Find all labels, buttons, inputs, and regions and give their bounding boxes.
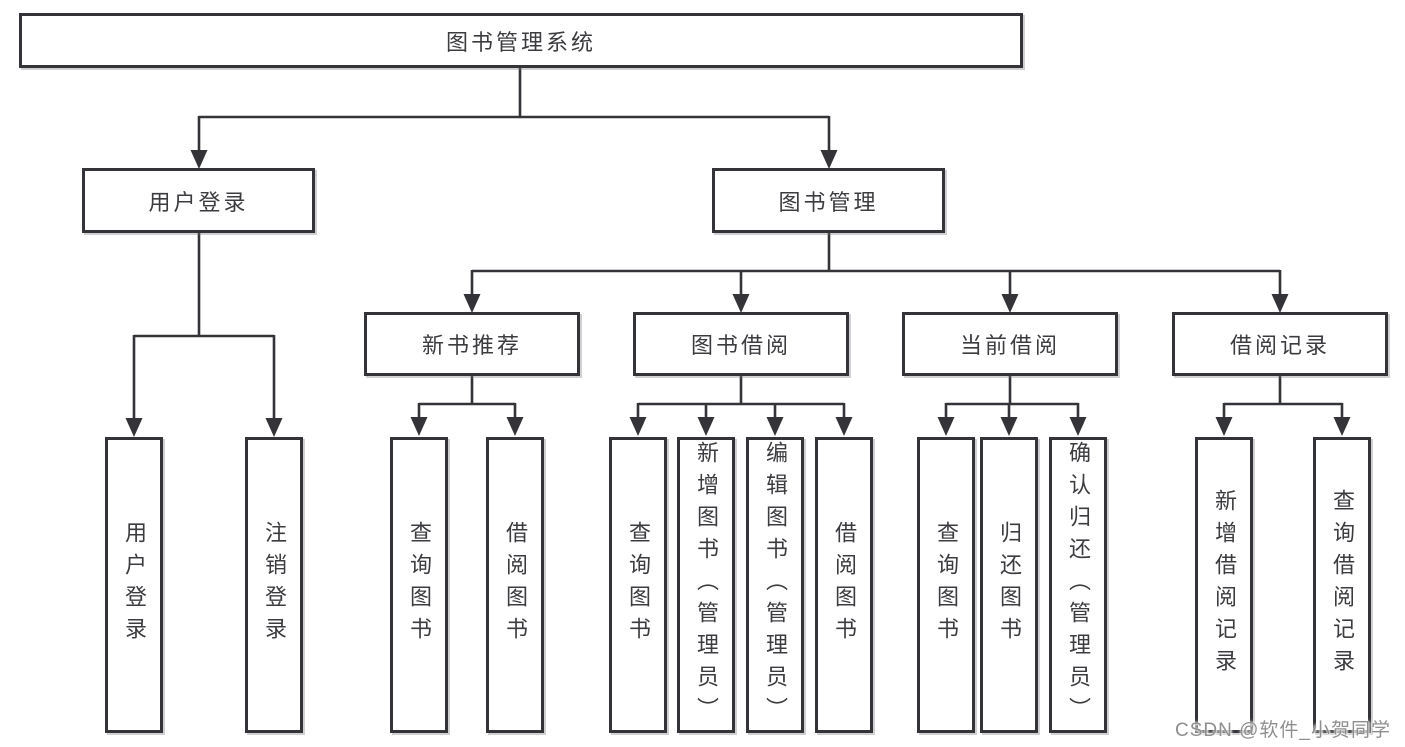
connector-strokes — [132, 68, 1344, 420]
node-leaf-user-login: 用户登录 — [105, 437, 163, 733]
node-borrowing-records: 借阅记录 — [1172, 312, 1388, 376]
node-leaf-logout: 注销登录 — [245, 437, 303, 733]
node-user-login-branch: 用户登录 — [82, 168, 315, 233]
node-leaf-query-borrow-record-label: 查询借阅记录 — [1330, 489, 1355, 681]
node-book-borrowing: 图书借阅 — [633, 312, 849, 376]
node-new-book-recommend: 新书推荐 — [364, 312, 580, 376]
node-leaf-query-books-recommend: 查询图书 — [390, 437, 448, 733]
node-leaf-return-book: 归还图书 — [980, 437, 1038, 733]
node-book-management-branch-label: 图书管理 — [778, 189, 879, 215]
node-leaf-add-borrow-record-label: 新增借阅记录 — [1212, 489, 1237, 681]
node-book-management-branch: 图书管理 — [712, 168, 945, 233]
node-leaf-confirm-return-admin-label: 确认归还（管理员） — [1066, 441, 1091, 729]
node-root-system: 图书管理系统 — [19, 13, 1023, 68]
node-current-borrowing: 当前借阅 — [902, 312, 1118, 376]
node-current-borrowing-label: 当前借阅 — [959, 333, 1060, 358]
node-book-borrowing-label: 图书借阅 — [690, 333, 791, 358]
node-user-login-branch-label: 用户登录 — [148, 189, 249, 215]
node-leaf-query-borrow-record: 查询借阅记录 — [1313, 437, 1371, 733]
node-leaf-logout-label: 注销登录 — [262, 521, 287, 649]
node-leaf-edit-book-admin: 编辑图书（管理员） — [746, 437, 804, 733]
node-root-system-label: 图书管理系统 — [445, 29, 596, 55]
node-leaf-add-borrow-record: 新增借阅记录 — [1195, 437, 1253, 733]
node-leaf-add-book-admin-label: 新增图书（管理员） — [694, 441, 719, 729]
node-leaf-borrow-books-recommend-label: 借阅图书 — [503, 521, 528, 649]
node-leaf-edit-book-admin-label: 编辑图书（管理员） — [763, 441, 788, 729]
node-leaf-query-books-borrow-label: 查询图书 — [626, 521, 651, 649]
arrowheads — [125, 150, 1351, 437]
node-leaf-confirm-return-admin: 确认归还（管理员） — [1049, 437, 1107, 733]
node-leaf-query-books-borrow: 查询图书 — [609, 437, 667, 733]
node-leaf-borrow-books-recommend: 借阅图书 — [486, 437, 544, 733]
node-leaf-return-book-label: 归还图书 — [997, 521, 1022, 649]
node-leaf-query-books-current-label: 查询图书 — [934, 521, 959, 649]
node-leaf-user-login-label: 用户登录 — [122, 521, 147, 649]
csdn-watermark: CSDN @软件_小贺同学 — [1175, 720, 1391, 741]
node-leaf-query-books-recommend-label: 查询图书 — [407, 521, 432, 649]
node-leaf-query-books-current: 查询图书 — [917, 437, 975, 733]
node-borrowing-records-label: 借阅记录 — [1229, 333, 1330, 358]
node-leaf-add-book-admin: 新增图书（管理员） — [677, 437, 735, 733]
node-new-book-recommend-label: 新书推荐 — [421, 333, 522, 358]
node-leaf-borrow-books-label: 借阅图书 — [832, 521, 857, 649]
node-leaf-borrow-books: 借阅图书 — [815, 437, 873, 733]
